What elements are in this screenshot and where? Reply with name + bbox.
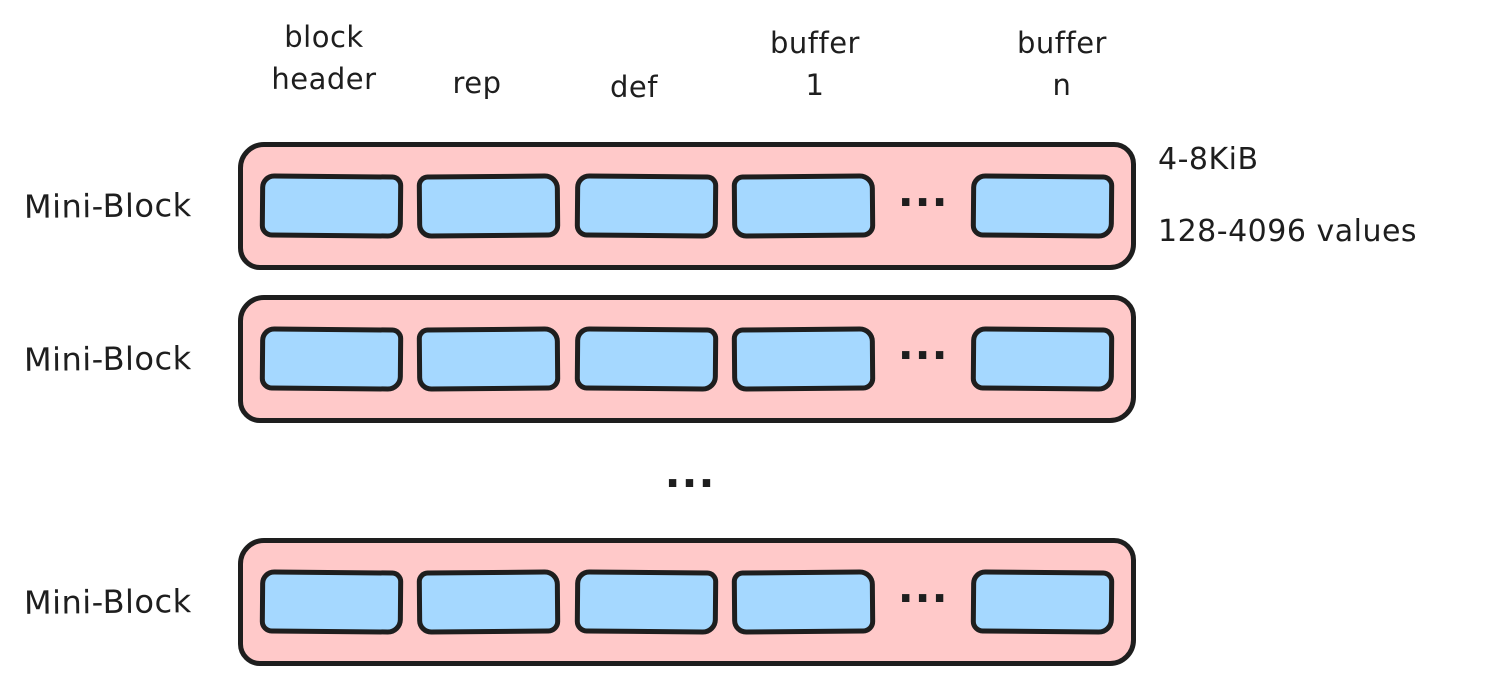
buffer-ellipsis: ... xyxy=(897,167,949,216)
mini-block: ... xyxy=(238,295,1136,423)
column-label-def: def xyxy=(610,70,658,104)
cell-rep xyxy=(417,173,561,239)
mini-block: ... xyxy=(238,538,1136,666)
mini-block-label: Mini-Block xyxy=(23,582,192,622)
cell-def xyxy=(574,569,719,635)
mini-block-row: Mini-Block ... xyxy=(0,538,1496,666)
cell-buffer-n xyxy=(970,326,1115,392)
annotation-size: 4-8KiB xyxy=(1158,142,1259,177)
cell-buffer-n xyxy=(970,173,1115,239)
buffer-ellipsis: ... xyxy=(897,563,949,612)
column-label-rep: rep xyxy=(452,66,502,100)
cell-buffer-1 xyxy=(731,173,876,239)
mini-block-label: Mini-Block xyxy=(23,339,192,379)
column-label-buffer-n: buffer n xyxy=(1017,26,1107,102)
mini-block-label: Mini-Block xyxy=(23,186,192,226)
cell-def xyxy=(574,326,719,392)
cell-def xyxy=(574,173,719,239)
annotation-values: 128-4096 values xyxy=(1158,214,1418,249)
cell-rep xyxy=(417,326,561,392)
column-label-block-header: block header xyxy=(271,20,377,96)
mini-block-row: Mini-Block ... xyxy=(0,142,1496,270)
rows-ellipsis: ... xyxy=(664,448,716,497)
cell-rep xyxy=(417,569,561,635)
cell-block-header xyxy=(259,569,404,635)
cell-block-header xyxy=(259,173,404,239)
cell-buffer-1 xyxy=(731,326,876,392)
cell-buffer-1 xyxy=(731,569,876,635)
cell-block-header xyxy=(259,326,404,392)
cell-buffer-n xyxy=(970,569,1115,635)
mini-block-row: Mini-Block ... xyxy=(0,295,1496,423)
buffer-ellipsis: ... xyxy=(897,320,949,369)
mini-block: ... xyxy=(238,142,1136,270)
column-label-buffer-1: buffer 1 xyxy=(770,26,860,102)
